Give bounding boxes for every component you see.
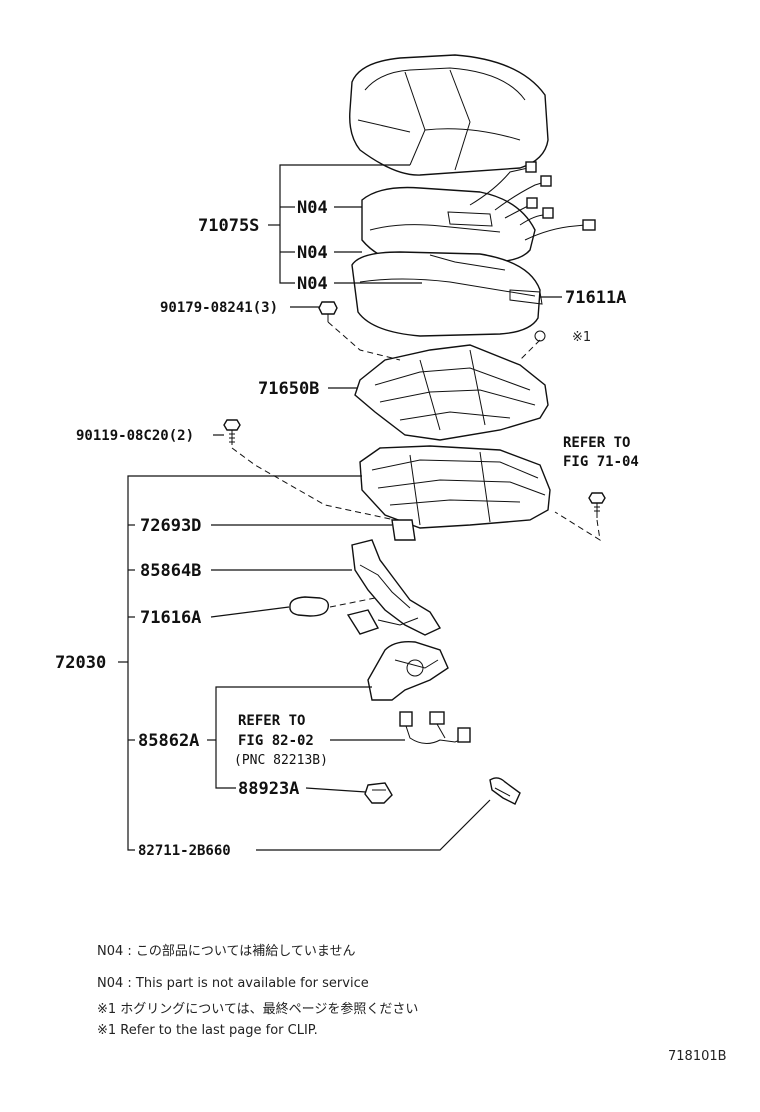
callout-clip-ref: ※1 (572, 330, 591, 345)
callout-refer-to-side: REFER TO (563, 435, 630, 451)
callout-fig-82-02: FIG 82-02 (238, 733, 314, 749)
callout-72030: 72030 (55, 653, 106, 673)
callout-n04-b: N04 (297, 243, 328, 263)
callout-n04-a: N04 (297, 198, 328, 218)
note-clip-english: ※1 Refer to the last page for CLIP. (97, 1023, 318, 1038)
callout-85864b: 85864B (140, 561, 201, 581)
seat-motor-illustration (346, 539, 442, 636)
note-n04-english: N04 : This part is not available for ser… (97, 976, 369, 991)
note-clip-japanese: ※1 ホグリングについては、最終ページを参照ください (97, 1001, 418, 1017)
callout-90179-08241: 90179-08241(3) (160, 300, 278, 316)
callout-90119-08c20: 90119-08C20(2) (76, 428, 194, 444)
callout-88923a: 88923A (238, 779, 299, 799)
callout-71611a: 71611A (565, 288, 626, 308)
callout-refer-to-82: REFER TO (238, 713, 305, 729)
callout-71616a: 71616A (140, 608, 201, 628)
leader-lines (118, 164, 601, 851)
callout-85862a: 85862A (138, 731, 199, 751)
callout-n04-c: N04 (297, 274, 328, 294)
seat-cushion-cover-illustration (349, 54, 549, 176)
hog-ring-clip-icon (534, 330, 546, 342)
seat-cushion-frame-illustration (354, 344, 549, 441)
callout-pnc-82213b: (PNC 82213B) (234, 753, 328, 768)
callout-71650b: 71650B (258, 379, 319, 399)
bolt-mid-icon (223, 419, 241, 445)
bolt-side-icon (588, 492, 606, 518)
switch-wiring-illustration (399, 711, 471, 744)
seat-switch-illustration (367, 640, 449, 701)
seat-cushion-pad-illustration (351, 186, 543, 337)
figure-code: 718101B (668, 1049, 727, 1064)
clip-88923a-illustration (364, 782, 393, 804)
callout-82711-2b660: 82711-2B660 (138, 843, 231, 859)
harness-clip-illustration (489, 777, 521, 805)
bolt-top-icon (318, 301, 338, 322)
callout-72693d: 72693D (140, 516, 201, 536)
note-n04-japanese: N04 : この部品については補給していません (97, 944, 355, 959)
seat-adjuster-frame-illustration (359, 445, 551, 541)
small-cushion-illustration (289, 596, 376, 617)
callout-71075s: 71075S (198, 216, 259, 236)
callout-fig-71-04: FIG 71-04 (563, 454, 639, 470)
pad-wiring-illustration (469, 161, 596, 241)
